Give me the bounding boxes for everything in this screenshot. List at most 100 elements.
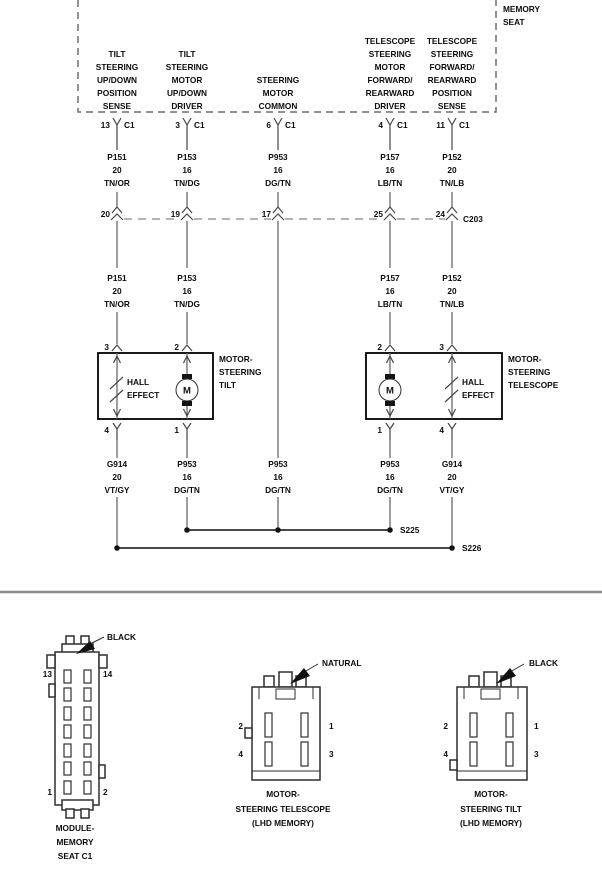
connector-caption: STEERING TILT <box>460 804 522 814</box>
c203-pin-number: 17 <box>262 209 272 219</box>
component-label: TELESCOPE <box>508 380 559 390</box>
function-label: TILT <box>109 49 126 59</box>
wire-circuit: P157 <box>380 273 400 283</box>
component-pin-number: 3 <box>439 342 444 352</box>
function-label: MOTOR <box>375 62 406 72</box>
splice-s225: S225 <box>184 525 420 535</box>
wire-circuit: P953 <box>380 459 400 469</box>
component-pin-symbol <box>181 344 193 352</box>
c1-connector-label: C1 <box>194 120 205 130</box>
component-pin-number: 3 <box>104 342 109 352</box>
component-pin-symbol <box>384 344 396 352</box>
connector-color-label: BLACK <box>107 632 136 642</box>
hall-effect-label: EFFECT <box>127 390 159 400</box>
wire-gauge: 16 <box>182 286 192 296</box>
pin-number: 1 <box>534 721 539 731</box>
memory-seat-label-line2: SEAT <box>503 17 525 27</box>
motor-brush <box>385 401 395 406</box>
connector-caption: MOTOR- <box>474 789 508 799</box>
latch-tab <box>263 675 275 688</box>
wire-gauge: 20 <box>447 165 457 175</box>
wire-gauge: 16 <box>385 286 395 296</box>
function-label: FORWARD/ <box>367 75 413 85</box>
hall-effect-slashes <box>444 376 459 403</box>
c1-pin-symbol <box>182 117 192 150</box>
function-label: REARWARD <box>428 75 477 85</box>
connector-caption: SEAT C1 <box>58 851 93 861</box>
hall-effect-label: HALL <box>462 377 484 387</box>
direction-arrows <box>447 354 457 418</box>
wire-gauge: 16 <box>273 165 283 175</box>
direction-arrows <box>112 354 122 418</box>
pin-cavities <box>63 669 92 795</box>
wire-gauge: 20 <box>112 286 122 296</box>
component-pin-number: 4 <box>104 425 109 435</box>
motor-letter: M <box>183 386 191 397</box>
function-label: UP/DOWN <box>97 75 137 85</box>
component-pin-symbol <box>447 422 457 440</box>
wire-circuit: P953 <box>177 459 197 469</box>
connector-notch <box>449 759 458 771</box>
wire-color: LB/TN <box>378 178 402 188</box>
c1-pin-number: 11 <box>436 120 445 130</box>
pin-number: 3 <box>329 749 334 759</box>
splice-label: S225 <box>400 525 420 535</box>
splice-s226: S226 <box>114 543 482 553</box>
wire-circuit: P157 <box>380 152 400 162</box>
wire-gauge: 16 <box>385 472 395 482</box>
wire-circuit: G914 <box>107 459 128 469</box>
c1-connector-label: C1 <box>397 120 408 130</box>
pin-number: 1 <box>47 787 52 797</box>
component-pin-number: 1 <box>174 425 179 435</box>
pin-number: 13 <box>43 669 53 679</box>
wire-color: VT/GY <box>105 485 130 495</box>
pin-cavities <box>264 712 309 767</box>
memory-seat-label-line1: MEMORY <box>503 4 540 14</box>
c203-pin-number: 25 <box>374 209 384 219</box>
c1-pin-number: 13 <box>101 120 111 130</box>
wire-color: TN/LB <box>440 299 464 309</box>
component-label: STEERING <box>508 367 550 377</box>
wire-gauge: 16 <box>182 472 192 482</box>
hall-effect-label: EFFECT <box>462 390 494 400</box>
component-pin-number: 1 <box>377 425 382 435</box>
splice-dot <box>449 545 455 551</box>
connector-caption: (LHD MEMORY) <box>252 818 314 828</box>
wire-circuit: P153 <box>177 273 197 283</box>
connector-c203: C203 <box>124 214 483 224</box>
wire-circuit: P151 <box>107 152 127 162</box>
connector-notch <box>244 727 253 739</box>
column-steering-motor-common: STEERING MOTOR COMMON 6 C1 P953 16 DG/TN… <box>257 75 299 530</box>
c1-pin-symbol <box>112 117 122 150</box>
connector-color-label: NATURAL <box>322 658 361 668</box>
hall-effect-slashes <box>109 376 124 403</box>
c203-pin-number: 20 <box>101 209 111 219</box>
component-box <box>365 352 503 420</box>
component-box <box>97 352 214 420</box>
wire-gauge: 20 <box>447 286 457 296</box>
c1-pin-number: 3 <box>175 120 180 130</box>
latch-slot <box>275 688 296 700</box>
wire-color: TN/DG <box>174 178 200 188</box>
latch-tab <box>80 808 90 819</box>
wire-color: TN/OR <box>104 178 130 188</box>
wire-circuit: P152 <box>442 273 462 283</box>
pin-number: 4 <box>443 749 448 759</box>
c203-pin-symbol <box>180 206 194 221</box>
c203-pin-symbol <box>110 206 124 221</box>
pin-number: 4 <box>238 749 243 759</box>
component-label: MOTOR- <box>219 354 253 364</box>
motor-steering-telescope-box: MOTOR- STEERING TELESCOPE M HALL EFFECT <box>365 352 559 420</box>
splice-label: S226 <box>462 543 482 553</box>
column-telescope-position-sense: TELESCOPE STEERING FORWARD/ REARWARD POS… <box>427 36 478 548</box>
latch-slot <box>480 688 501 700</box>
wire-color: TN/DG <box>174 299 200 309</box>
c203-pin-symbol <box>383 206 397 221</box>
c203-pin-number: 19 <box>171 209 181 219</box>
wire-color: DG/TN <box>174 485 200 495</box>
c1-connector-label: C1 <box>124 120 135 130</box>
connector-ear <box>98 654 108 669</box>
connector-notch <box>48 683 56 698</box>
function-label: POSITION <box>432 88 472 98</box>
connector-cap <box>61 799 94 811</box>
